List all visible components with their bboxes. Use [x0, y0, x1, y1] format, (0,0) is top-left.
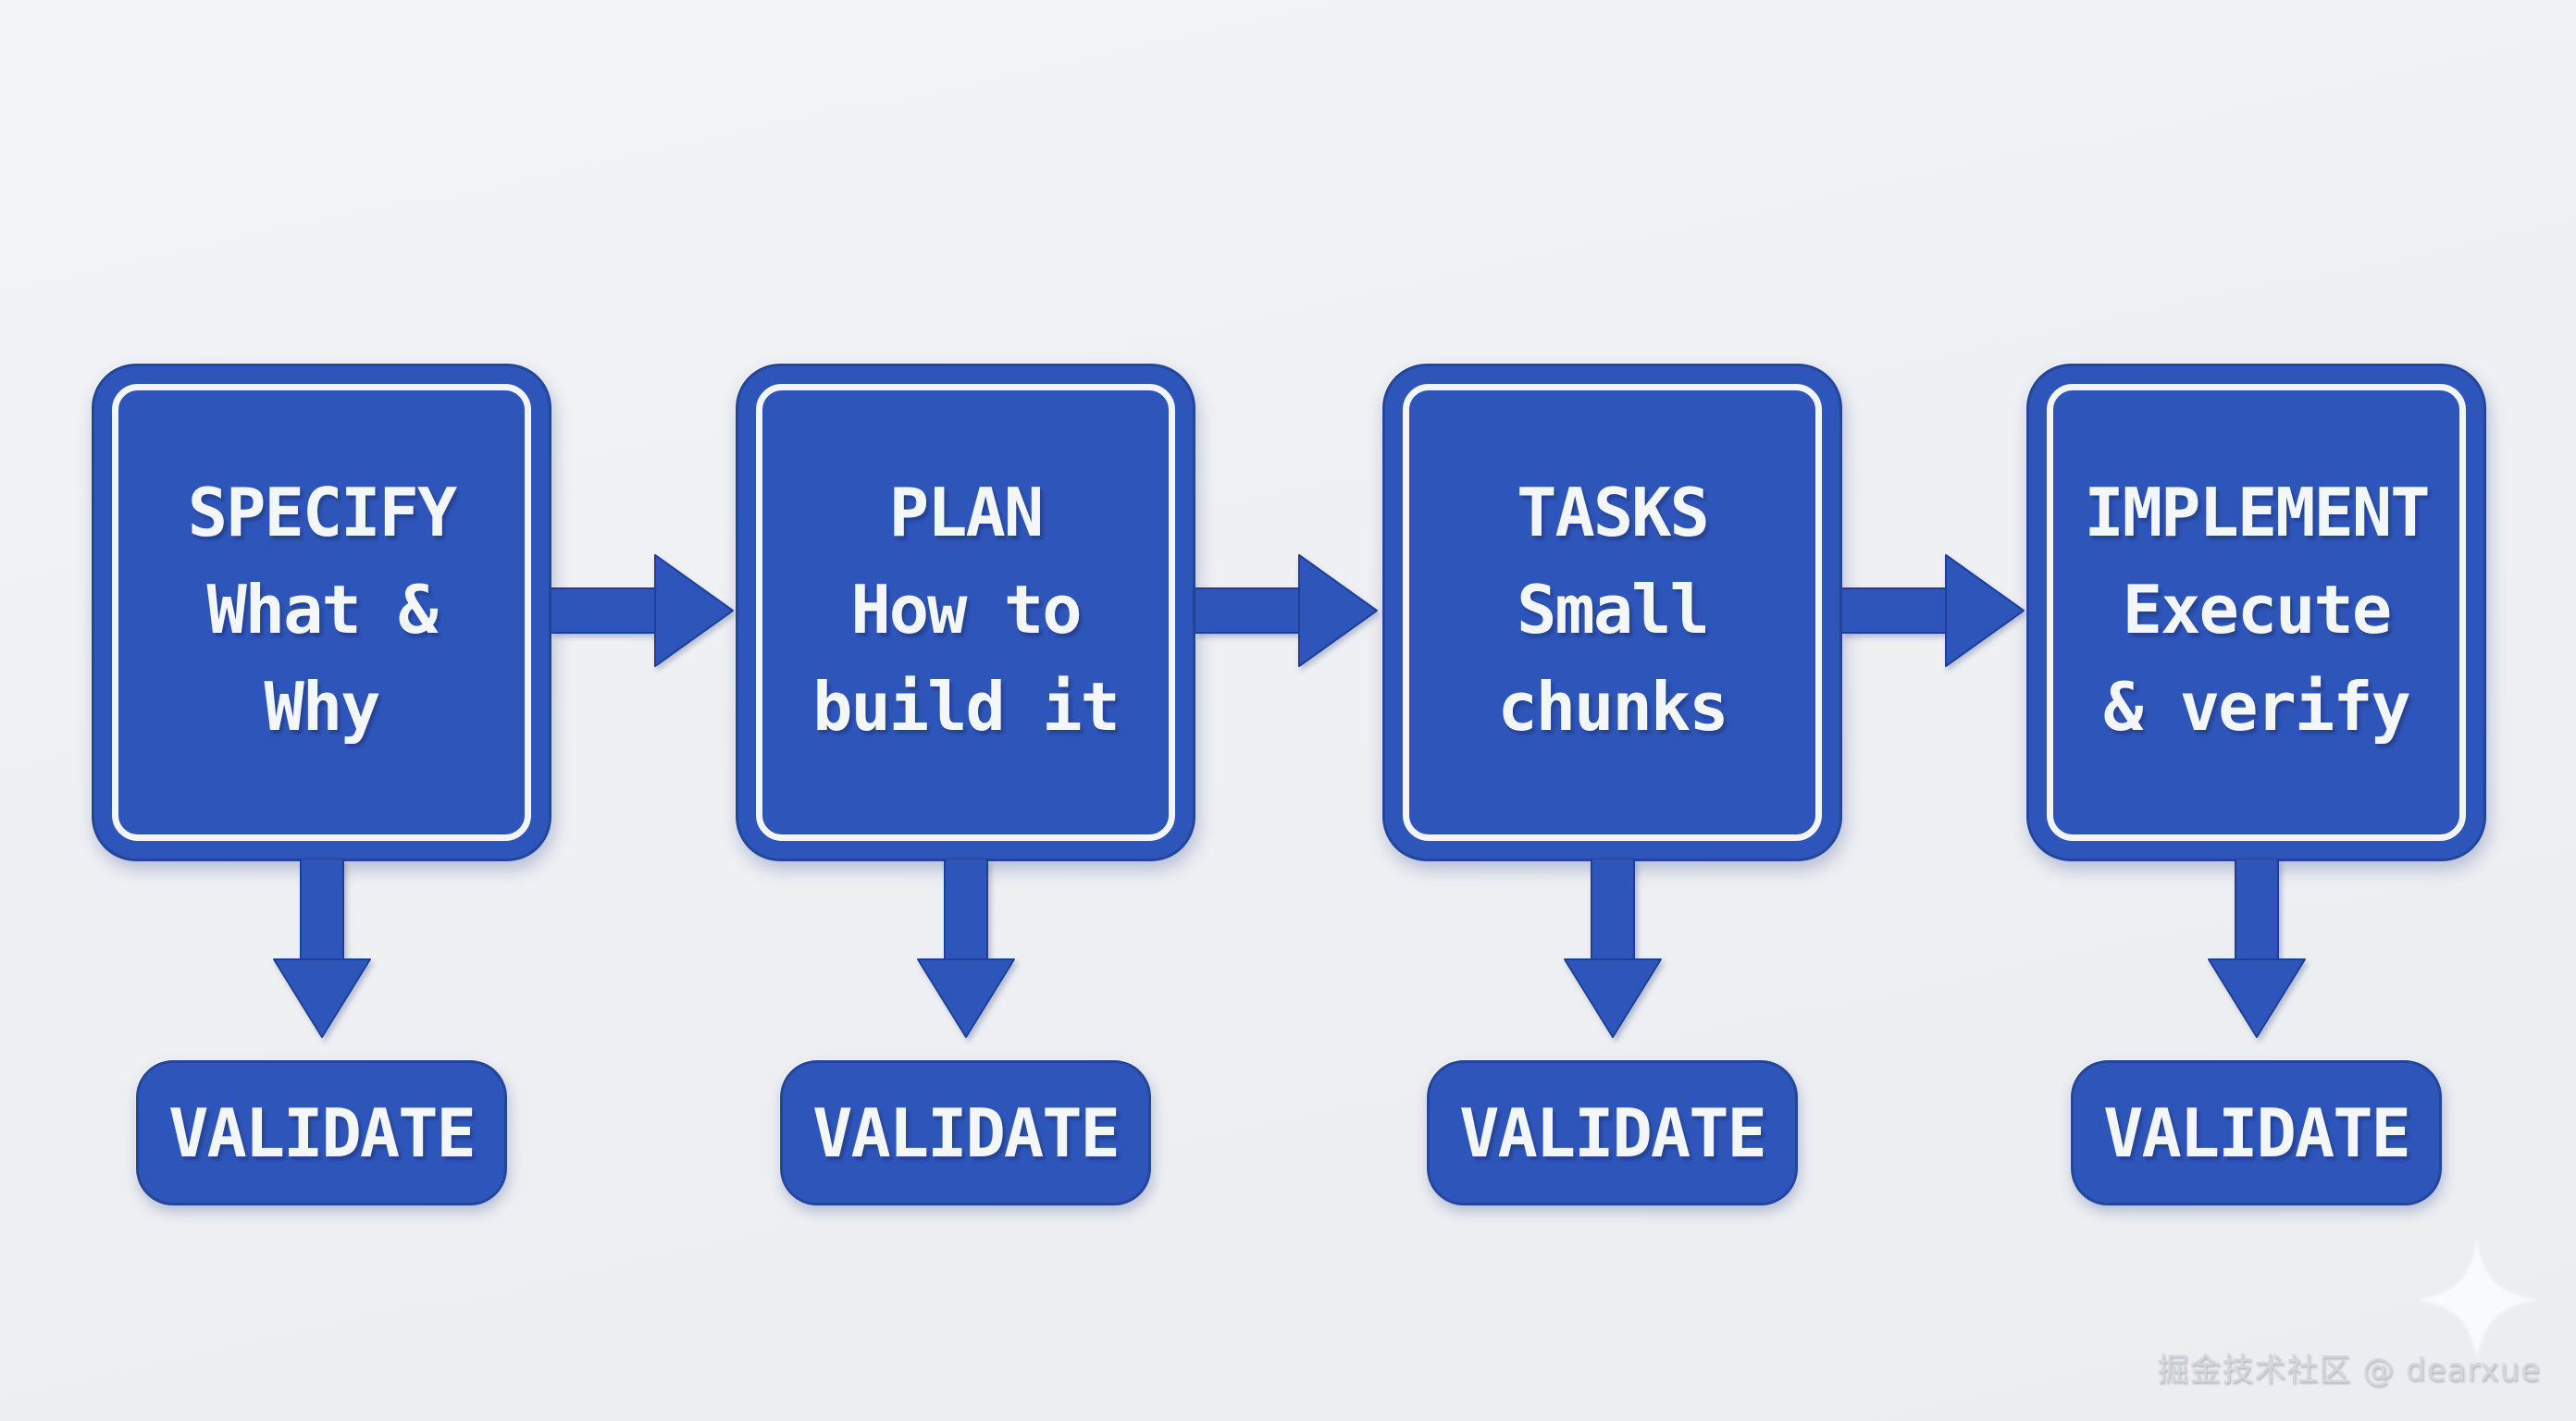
stage-text-implement: IMPLEMENT Execute & verify — [2029, 366, 2483, 859]
down-arrow-icon — [272, 859, 371, 1038]
validate-badge: VALIDATE — [2071, 1060, 2442, 1205]
stage-box-plan: PLAN How to build it — [736, 364, 1195, 861]
stage-text-plan: PLAN How to build it — [738, 366, 1193, 859]
stage-column-plan: PLAN How to build it VALIDATE — [736, 364, 1195, 1215]
validate-badge: VALIDATE — [780, 1060, 1151, 1205]
stage-box-specify: SPECIFY What & Why — [92, 364, 551, 861]
stage-text-tasks: TASKS Small chunks — [1385, 366, 1839, 859]
validate-label: VALIDATE — [812, 1094, 1121, 1172]
stage-title: PLAN — [888, 473, 1044, 551]
stage-column-implement: IMPLEMENT Execute & verify VALIDATE — [2026, 364, 2486, 1215]
stage-title: IMPLEMENT — [2084, 473, 2430, 551]
down-arrow-icon — [1563, 859, 1662, 1038]
watermark-text: 掘金技术社区 @ dearxue — [2157, 1352, 2541, 1389]
validate-label: VALIDATE — [168, 1094, 477, 1172]
right-arrow-icon — [1842, 554, 2025, 667]
right-arrow-icon — [551, 554, 734, 667]
stage-title: SPECIFY — [187, 473, 457, 551]
stage-text-specify: SPECIFY What & Why — [94, 366, 549, 859]
stage-line: & verify — [2103, 667, 2411, 746]
stage-line: What & — [206, 570, 438, 649]
stage-line: Small — [1517, 570, 1710, 649]
sparkle-icon — [2417, 1240, 2537, 1360]
stage-line: How to — [850, 570, 1082, 649]
stage-title: TASKS — [1517, 473, 1710, 551]
stage-line: chunks — [1497, 667, 1728, 746]
validate-label: VALIDATE — [2103, 1094, 2411, 1172]
validate-badge: VALIDATE — [1427, 1060, 1798, 1205]
validate-label: VALIDATE — [1459, 1094, 1767, 1172]
stage-line: Execute — [2122, 570, 2392, 649]
stage-line: Why — [264, 667, 380, 746]
down-arrow-icon — [916, 859, 1015, 1038]
stage-column-tasks: TASKS Small chunks VALIDATE — [1382, 364, 1842, 1215]
down-arrow-icon — [2207, 859, 2306, 1038]
stage-box-implement: IMPLEMENT Execute & verify — [2026, 364, 2486, 861]
right-arrow-icon — [1195, 554, 1378, 667]
stage-line: build it — [812, 667, 1121, 746]
stage-column-specify: SPECIFY What & Why VALIDATE — [92, 364, 551, 1215]
stage-box-tasks: TASKS Small chunks — [1382, 364, 1842, 861]
validate-badge: VALIDATE — [136, 1060, 507, 1205]
